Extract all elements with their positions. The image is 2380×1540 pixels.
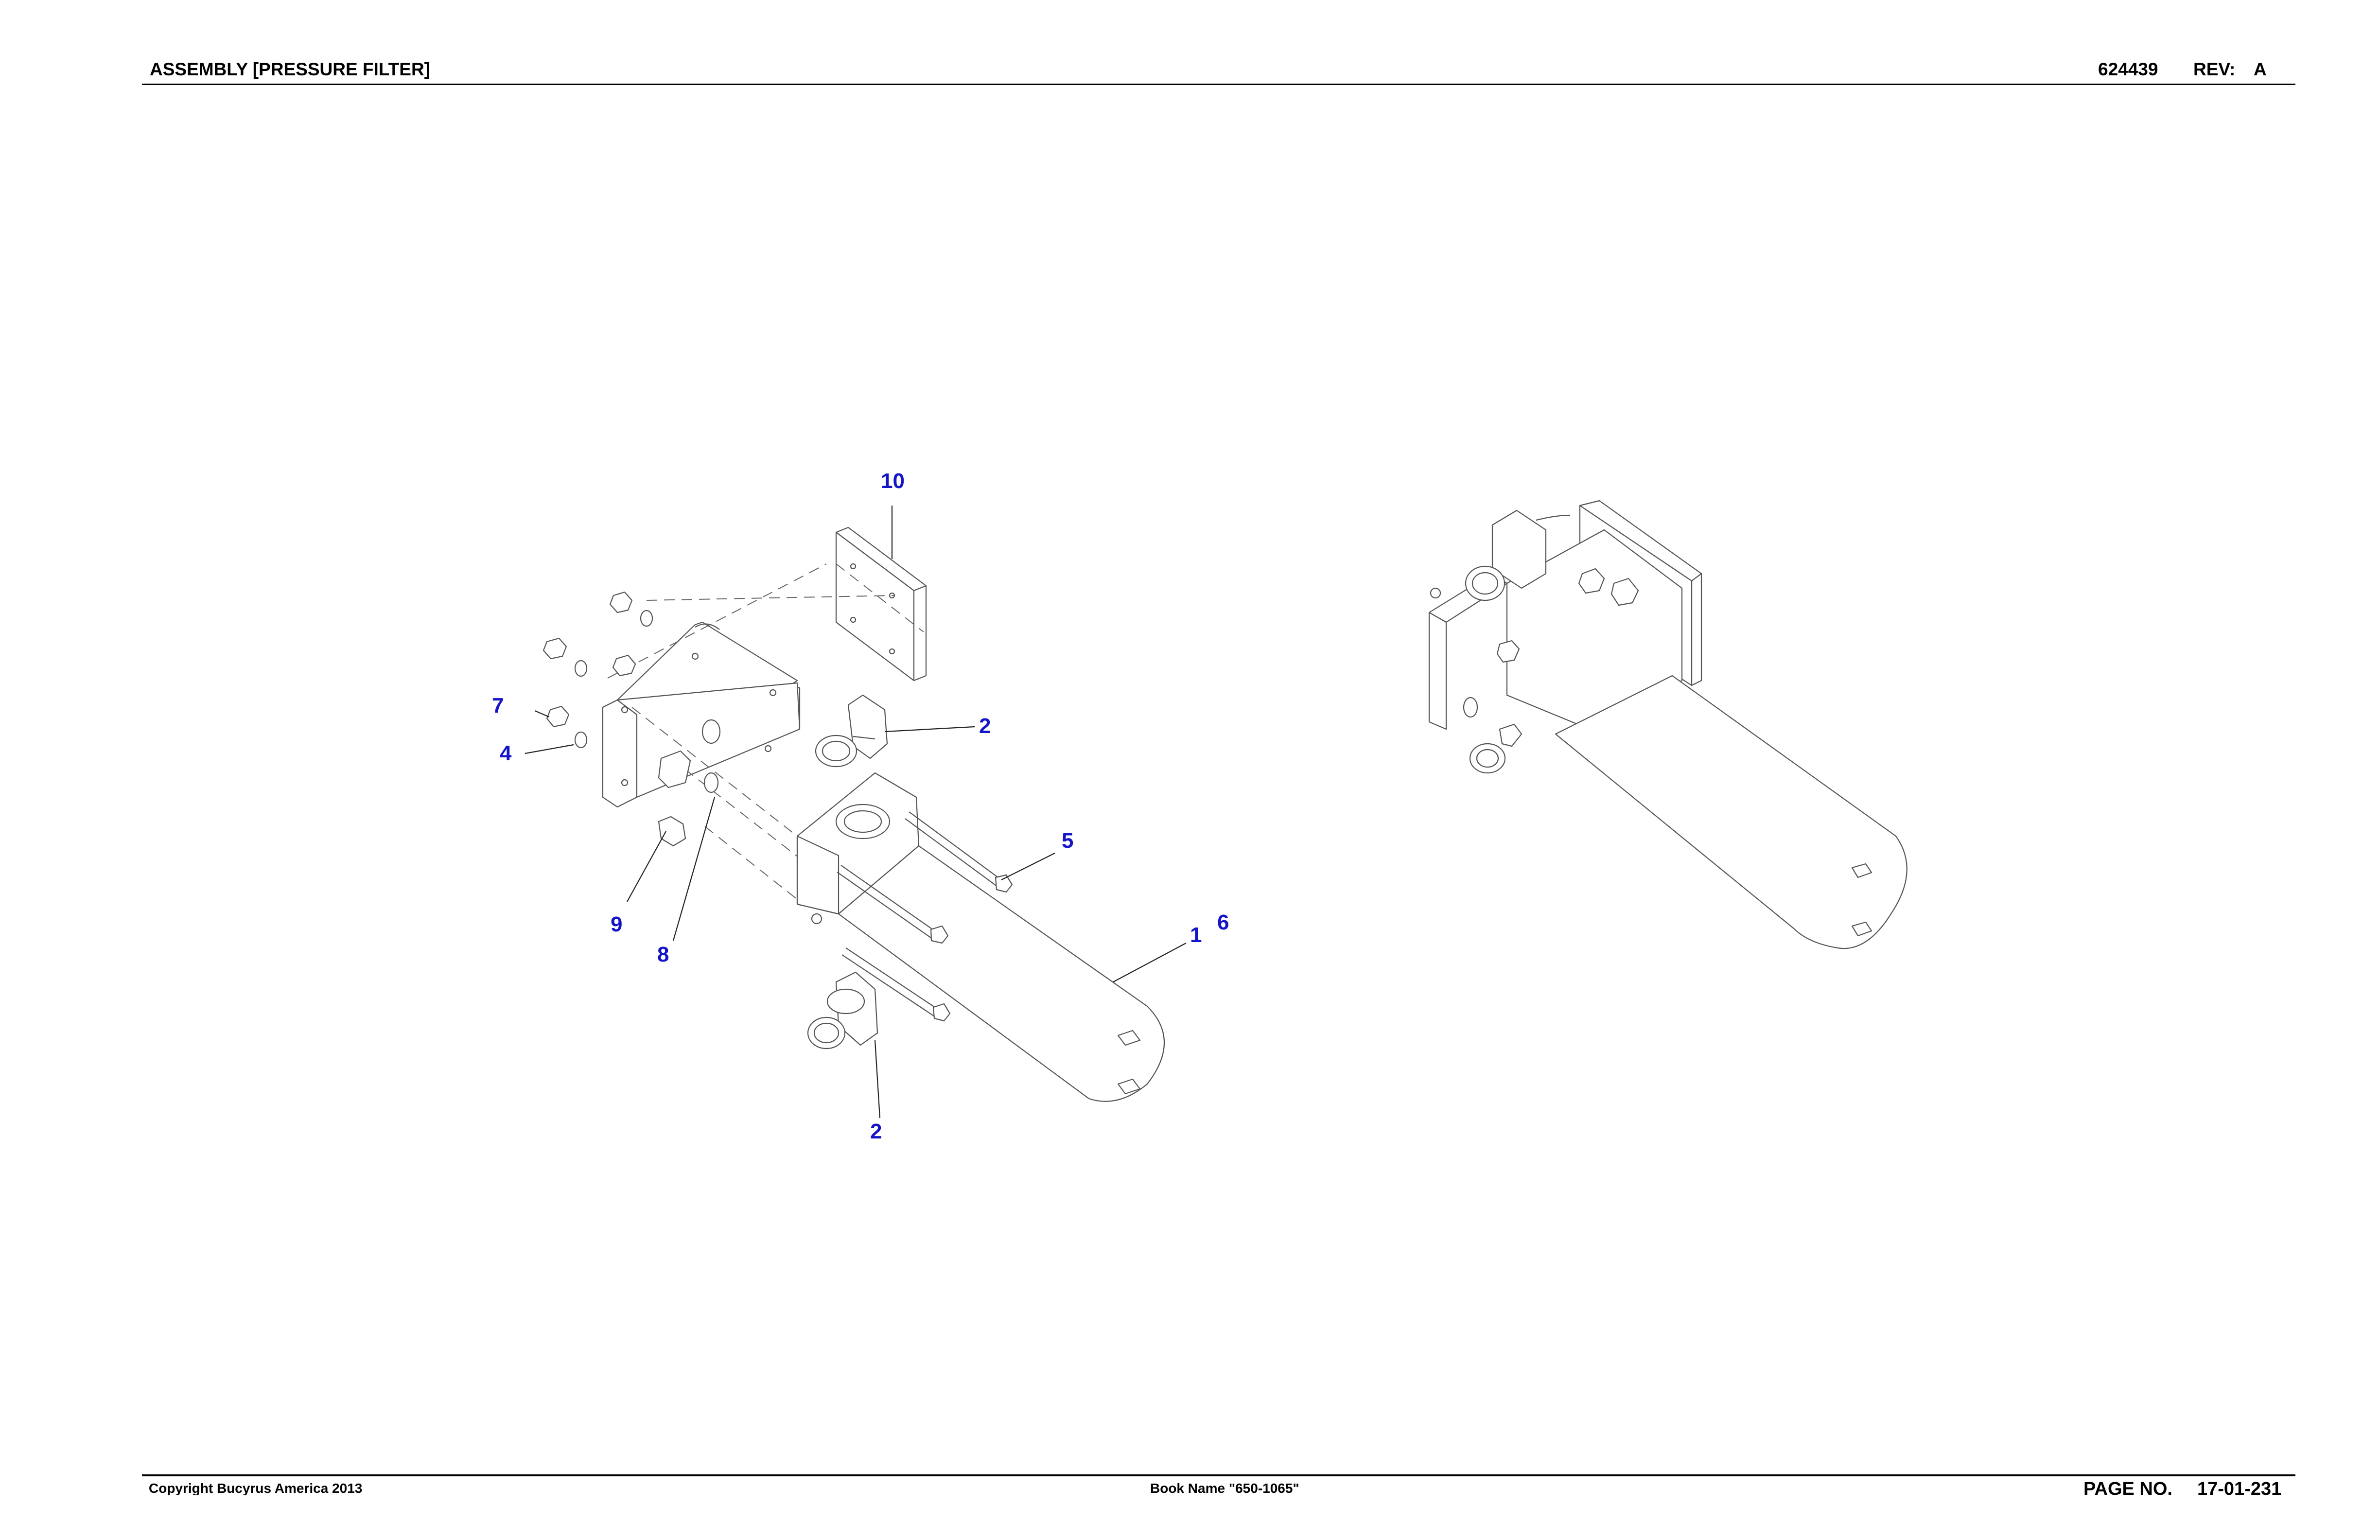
callout-2-top: 2: [979, 714, 991, 738]
page-label: PAGE NO.: [2083, 1479, 2172, 1499]
callout-7: 7: [492, 694, 504, 718]
rev-value: A: [2254, 59, 2267, 79]
o-ring: [703, 772, 719, 793]
nuts-and-washers: [542, 591, 653, 749]
callout-2-bottom: 2: [870, 1120, 882, 1143]
filter-bowl: [838, 845, 1165, 1102]
elbow-fitting-top: [815, 694, 888, 768]
callout-8: 8: [657, 943, 669, 966]
long-bolts: [837, 811, 1013, 1022]
rev-label: REV:: [2193, 59, 2236, 79]
callout-4: 4: [500, 741, 512, 765]
page-number: 17-01-231: [2197, 1479, 2282, 1499]
drawing-title: ASSEMBLY [PRESSURE FILTER]: [150, 59, 431, 79]
assembled-view: [1428, 500, 1908, 949]
header-rule: [142, 84, 2295, 85]
book-name: Book Name "650-1065": [1150, 1481, 1299, 1496]
hex-bushing: [658, 816, 686, 847]
callout-10: 10: [881, 469, 905, 493]
footer-rule: [142, 1474, 2295, 1476]
elbow-fitting-bottom: [807, 971, 878, 1050]
callout-5: 5: [1062, 829, 1074, 853]
callout-6: 6: [1217, 910, 1229, 934]
callout-9: 9: [611, 912, 623, 936]
assembled-bowl: [1555, 675, 1908, 949]
part-number: 624439: [2098, 59, 2158, 79]
exploded-view: [525, 506, 1187, 1119]
callout-1: 1: [1190, 923, 1202, 947]
leader-lines: [525, 506, 1187, 1119]
copyright: Copyright Bucyrus America 2013: [149, 1482, 363, 1495]
